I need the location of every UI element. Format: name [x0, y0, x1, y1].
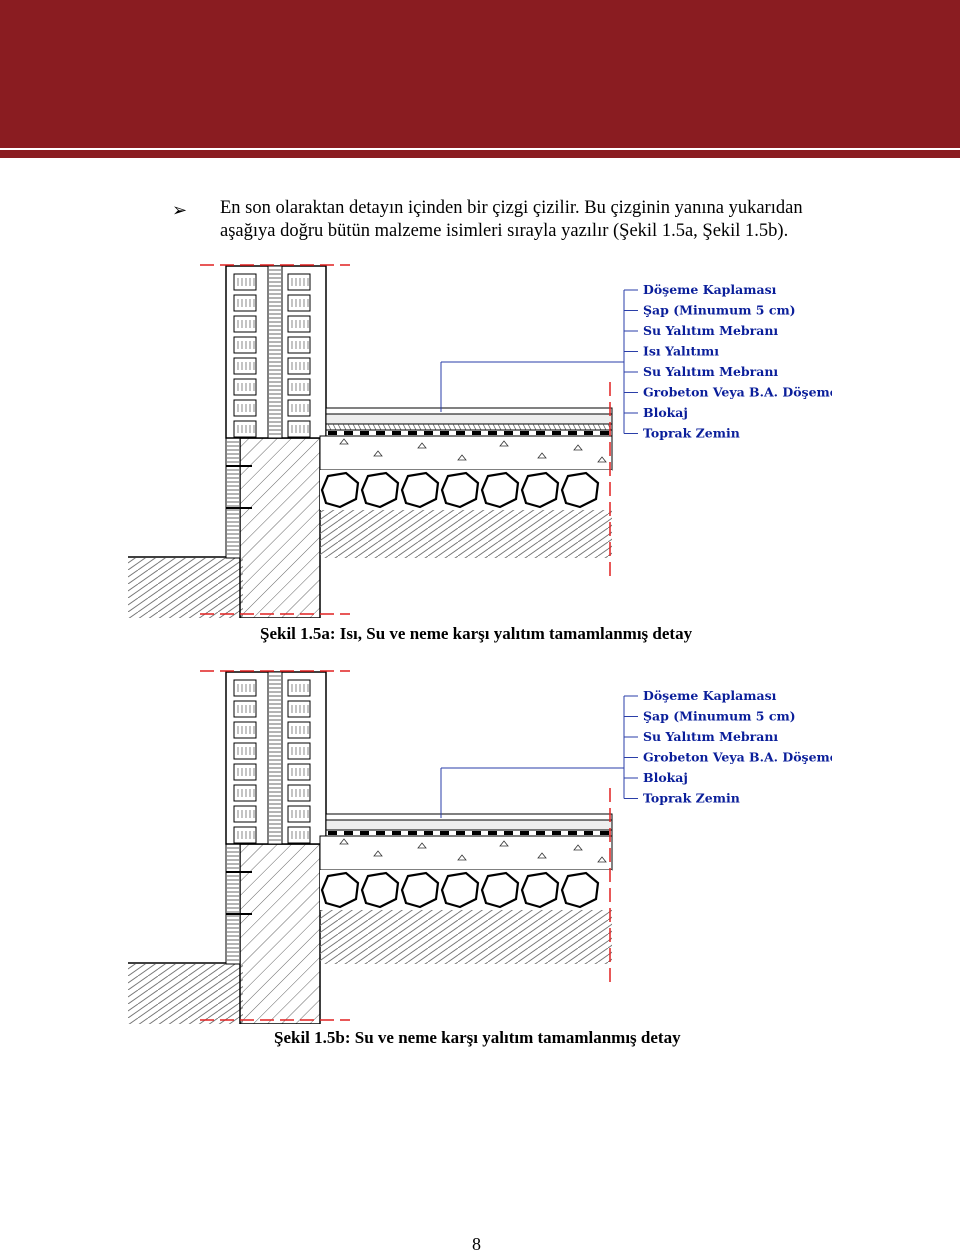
insulation-layer	[325, 423, 613, 431]
lean-concrete-layer	[319, 835, 613, 871]
layer-label: Blokaj	[643, 405, 688, 420]
ground-left	[128, 558, 243, 618]
layer-label: Şap (Minumum 5 cm)	[643, 709, 796, 724]
floor-finish-layer	[325, 407, 613, 415]
figure-a-caption: Şekil 1.5a: Isı, Su ve neme karşı yalıtı…	[260, 624, 693, 643]
layer-label: Toprak Zemin	[643, 426, 740, 441]
ground-left	[128, 964, 243, 1024]
header-rule	[0, 150, 960, 158]
soil-layer	[320, 510, 612, 558]
brick-wall-insulation	[267, 265, 283, 439]
layer-label: Su Yalıtım Mebranı	[643, 364, 778, 379]
layer-label: Su Yalıtım Mebranı	[643, 729, 778, 744]
layer-label: Şap (Minumum 5 cm)	[643, 303, 796, 318]
brick-wall-insulation	[267, 671, 283, 845]
body-paragraph: En son olaraktan detayın içinden bir çiz…	[220, 198, 803, 241]
screed-layer	[325, 413, 613, 425]
layer-label: Isı Yalıtımı	[643, 344, 719, 359]
layer-label: Döşeme Kaplaması	[643, 688, 777, 703]
lean-concrete-layer	[319, 435, 613, 471]
floor-finish-layer	[325, 813, 613, 821]
header-band	[0, 0, 960, 148]
layer-label: Su Yalıtım Mebranı	[643, 323, 778, 338]
screed-layer	[325, 819, 613, 831]
layer-label: Döşeme Kaplaması	[643, 282, 777, 297]
soil-layer	[320, 910, 612, 964]
page-number: 8	[472, 1234, 481, 1254]
layer-label: Grobeton Veya B.A. Döşeme	[643, 750, 832, 765]
foundation-wall	[239, 843, 321, 1024]
figure-b-caption: Şekil 1.5b: Su ve neme karşı yalıtım tam…	[274, 1028, 681, 1047]
layer-label: Blokaj	[643, 770, 688, 785]
arrowhead-bullet-icon: ➢	[172, 200, 188, 220]
layer-label: Grobeton Veya B.A. Döşeme	[643, 385, 832, 400]
layer-label: Toprak Zemin	[643, 791, 740, 806]
